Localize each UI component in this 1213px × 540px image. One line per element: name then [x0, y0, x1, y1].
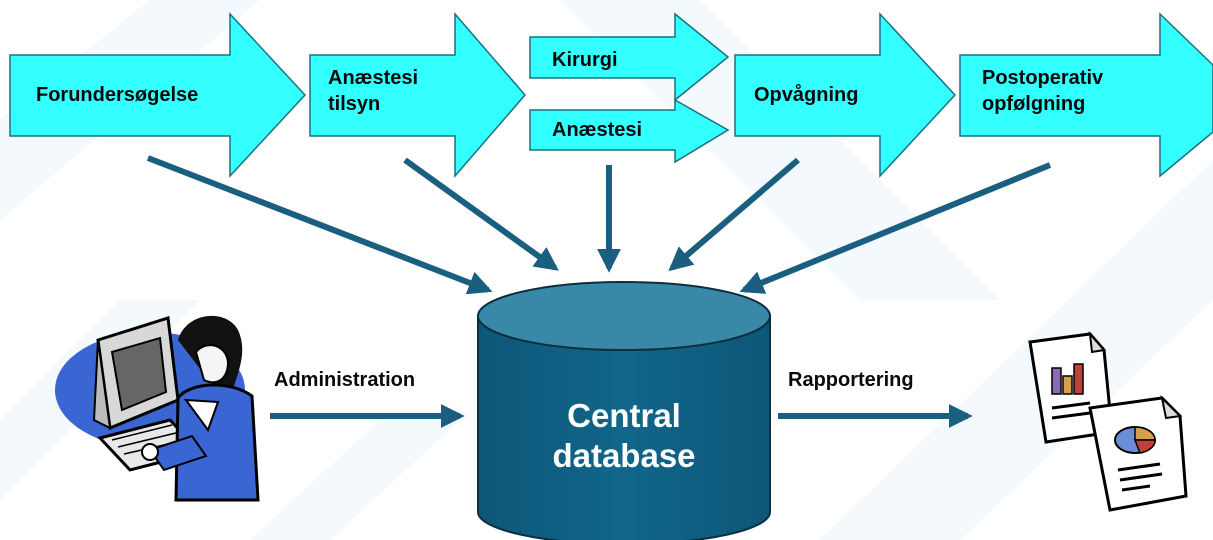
step-arrow-opvagning [734, 12, 957, 178]
connector-arrow-1 [146, 155, 493, 295]
step-arrow-anaestesi-tilsyn [309, 11, 526, 179]
step-label-anaestesi-tilsyn-line1: Anæstesi [328, 67, 419, 89]
step-arrow-kirurgi [529, 12, 730, 102]
step-label-forundersogelse: Forundersøgelse [36, 84, 199, 106]
connector-arrow-4 [668, 157, 800, 272]
database-label-line1: Central [567, 397, 681, 434]
connector-arrow-2 [403, 157, 559, 271]
step-label-anaestesi-tilsyn-line2: tilsyn [328, 93, 381, 115]
central-database-cylinder [477, 281, 771, 540]
step-label-kirurgi: Kirurgi [552, 49, 618, 71]
step-label-anaestesi: Anæstesi [552, 119, 643, 141]
step-label-postoperativ-line1: Postoperativ [982, 67, 1104, 89]
step-arrow-postoperativ-opfolgning [959, 12, 1213, 178]
step-arrow-forundersogelse [9, 12, 307, 178]
rapportering-label: Rapportering [788, 369, 914, 391]
step-label-opfolgning-line2: opfølgning [982, 93, 1086, 115]
connector-arrow-5 [739, 162, 1052, 294]
woman-at-computer-icon [55, 315, 260, 502]
report-documents-icon [1028, 330, 1188, 512]
step-label-opvagning: Opvågning [754, 84, 859, 106]
database-label-line2: database [552, 437, 696, 474]
step-arrow-anaestesi [529, 98, 730, 164]
administration-label: Administration [274, 369, 416, 391]
